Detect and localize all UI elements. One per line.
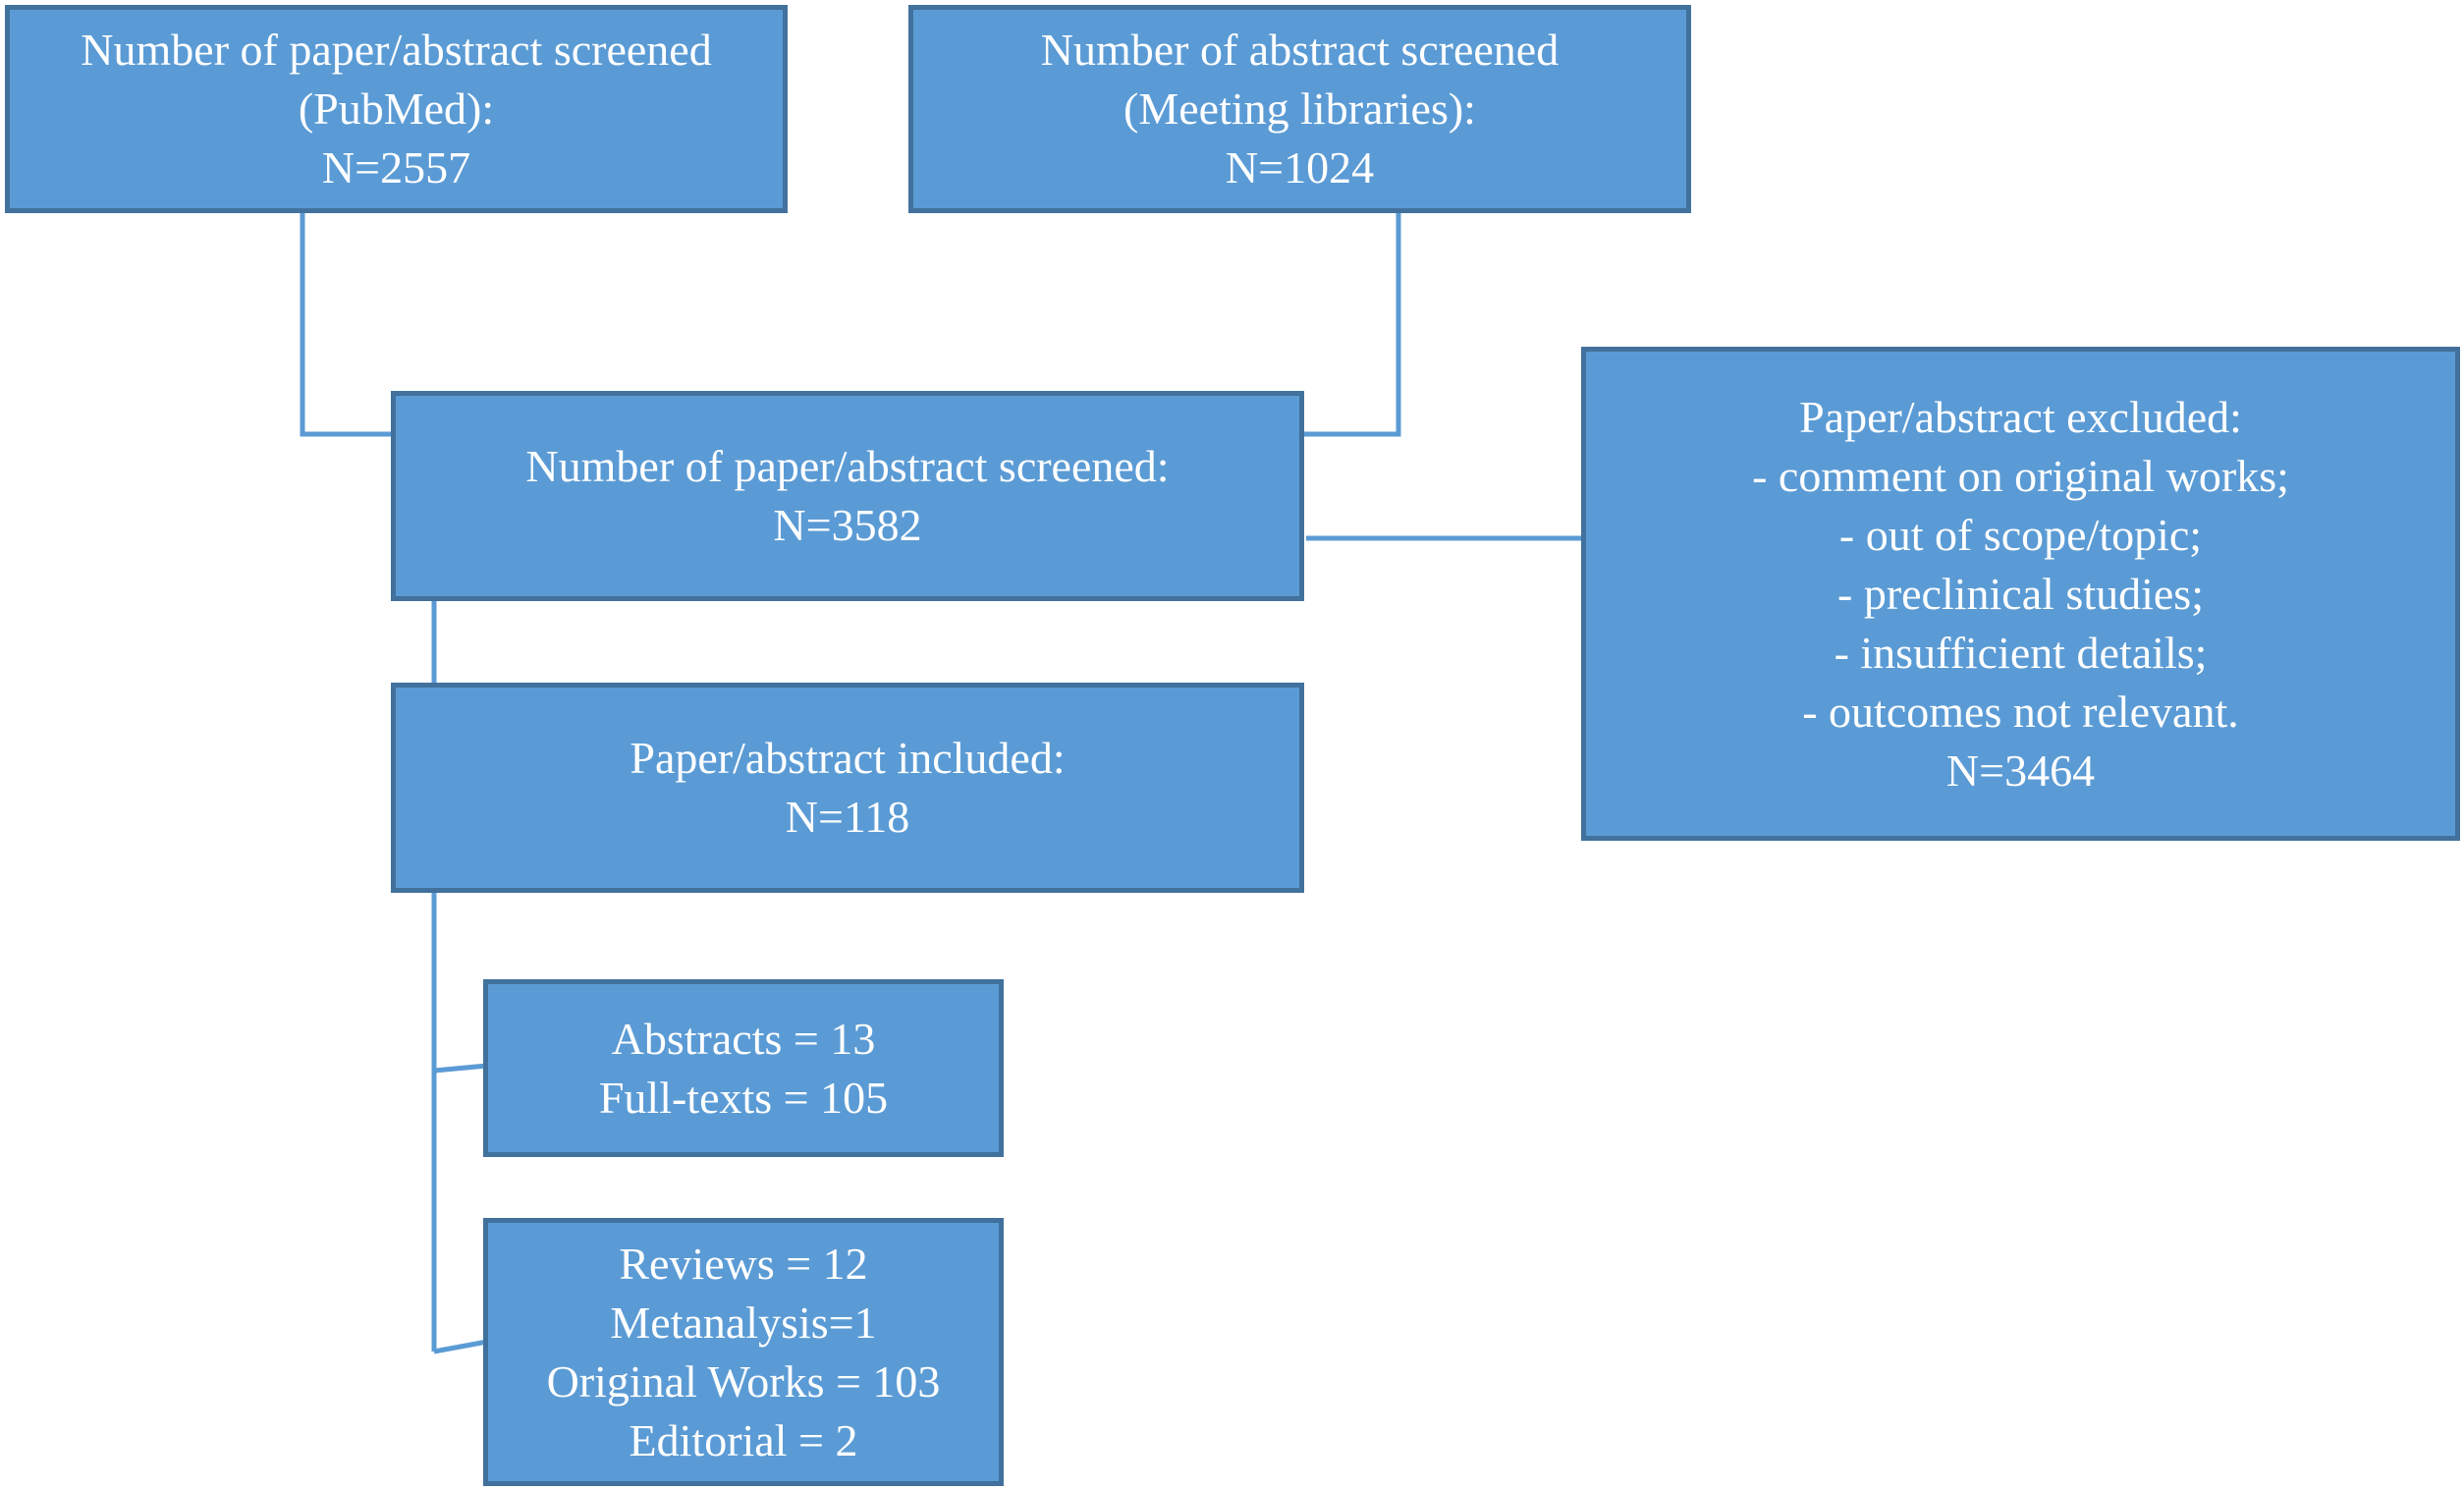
type-split-box: Reviews = 12 Metanalysis=1 Original Work… [483, 1218, 1004, 1486]
excluded-reason-5: - outcomes not relevant. [1802, 686, 2239, 737]
excluded-box: Paper/abstract excluded: - comment on or… [1581, 347, 2460, 841]
metanalysis-count: Metanalysis=1 [610, 1297, 877, 1348]
total-screened-box: Number of paper/abstract screened: N=358… [391, 391, 1304, 601]
included-count: N=118 [785, 792, 910, 842]
original-works-count: Original Works = 103 [546, 1355, 941, 1407]
format-split-box: Abstracts = 13 Full-texts = 105 [483, 979, 1004, 1157]
pubmed-box-line-1: Number of paper/abstract screened [81, 25, 712, 75]
abstracts-count: Abstracts = 13 [611, 1013, 876, 1064]
meeting-box-line-1: Number of abstract screened [1040, 25, 1560, 75]
meeting-box-line-2: (Meeting libraries): [1123, 83, 1476, 134]
meeting-libraries-box: Number of abstract screened (Meeting lib… [908, 5, 1691, 213]
included-label: Paper/abstract included: [630, 733, 1066, 783]
excluded-heading: Paper/abstract excluded: [1799, 391, 2242, 442]
meeting-box-count: N=1024 [1225, 142, 1375, 193]
included-box: Paper/abstract included: N=118 [391, 683, 1304, 893]
excluded-reason-4: - insufficient details; [1834, 627, 2208, 678]
reviews-count: Reviews = 12 [619, 1238, 868, 1289]
full-texts-count: Full-texts = 105 [598, 1072, 889, 1123]
pubmed-screened-box: Number of paper/abstract screened (PubMe… [5, 5, 788, 213]
editorial-count: Editorial = 2 [629, 1414, 858, 1465]
total-screened-count: N=3582 [773, 500, 922, 550]
excluded-reason-2: - out of scope/topic; [1838, 509, 2203, 560]
connector-pubmed-to-screened [300, 213, 395, 437]
pubmed-box-count: N=2557 [321, 142, 471, 193]
total-screened-label: Number of paper/abstract screened: [525, 441, 1170, 491]
excluded-count: N=3464 [1945, 745, 2096, 796]
connector-to-type-split [433, 1339, 488, 1354]
connector-to-format-split [433, 1063, 488, 1074]
pubmed-box-line-2: (PubMed): [298, 83, 495, 134]
excluded-reason-3: - preclinical studies; [1837, 568, 2204, 619]
excluded-reason-1: - comment on original works; [1752, 450, 2289, 501]
connector-meeting-to-screened [1302, 213, 1401, 437]
